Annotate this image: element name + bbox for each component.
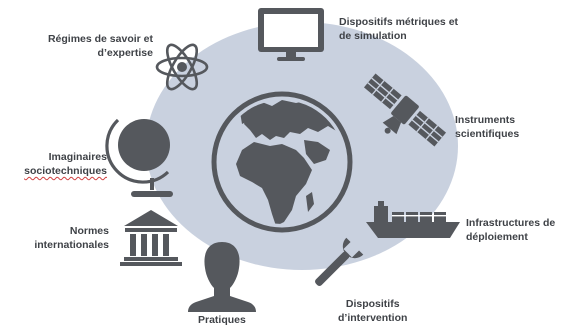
label-infrastructures: Infrastructures de déploiement xyxy=(466,216,555,244)
label-regimes: Régimes de savoir et d’expertise xyxy=(48,32,153,60)
label-infrastructures-line1: Infrastructures de xyxy=(466,217,556,229)
head-icon xyxy=(188,242,256,312)
monitor-icon xyxy=(258,8,324,61)
label-regimes-line2: d’expertise xyxy=(97,47,153,59)
label-intervention-line2: d’intervention xyxy=(338,312,408,324)
label-infrastructures-line2: déploiement xyxy=(466,231,528,243)
wrench-icon xyxy=(315,237,364,286)
label-dispositifs-metriques: Dispositifs métriques et de simulation xyxy=(339,15,458,43)
building-columns-icon xyxy=(120,210,182,266)
label-imaginaires-line2: sociotechniques xyxy=(24,165,107,177)
label-pratiques-text: Pratiques xyxy=(198,314,246,326)
label-normes-line1: Normes xyxy=(69,225,109,237)
label-intervention: Dispositifs d’intervention xyxy=(338,297,407,325)
satellite-icon xyxy=(363,73,447,147)
label-instruments-line2: scientifiques xyxy=(455,128,520,140)
label-instruments-line1: Instruments xyxy=(455,114,516,126)
label-instruments: Instruments scientifiques xyxy=(455,113,519,141)
label-dispositifs-metriques-line2: de simulation xyxy=(339,30,407,42)
label-normes: Normes internationales xyxy=(34,224,109,252)
label-regimes-line1: Régimes de savoir et xyxy=(47,33,153,45)
label-imaginaires: Imaginaires sociotechniques xyxy=(24,150,107,178)
label-normes-line2: internationales xyxy=(34,239,109,251)
globe-stand-icon xyxy=(105,118,173,197)
label-imaginaires-line1: Imaginaires xyxy=(48,151,107,163)
label-pratiques: Pratiques xyxy=(198,313,246,327)
label-intervention-line1: Dispositifs xyxy=(345,298,400,310)
label-dispositifs-metriques-line1: Dispositifs métriques et xyxy=(339,16,459,28)
ship-icon xyxy=(366,201,460,238)
